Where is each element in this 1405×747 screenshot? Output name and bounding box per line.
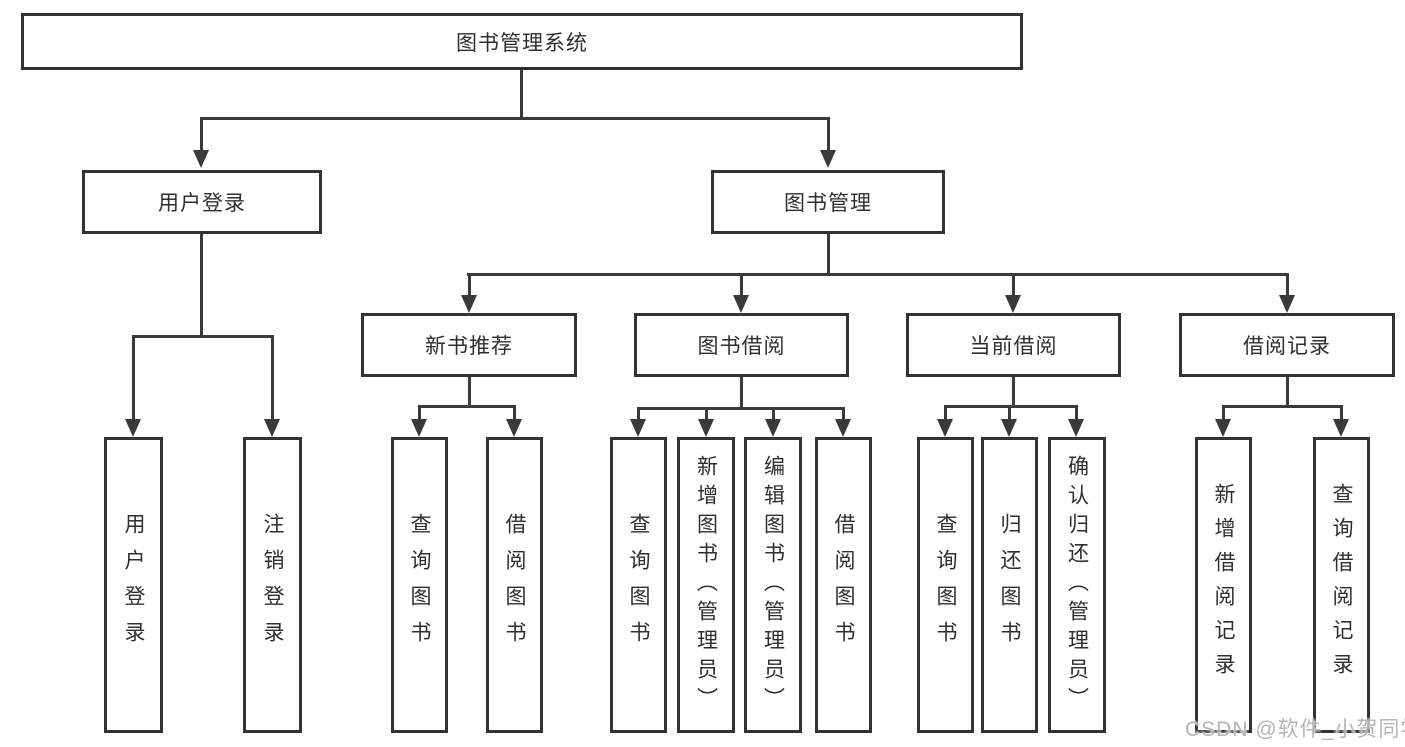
arrow-down-icon (1005, 295, 1021, 313)
connector-to-current-borrow (1012, 273, 1015, 295)
arrow-down-icon (1215, 419, 1231, 437)
leaf-label: 查询图书 (934, 513, 957, 657)
connector-book-mgmt-stem (827, 234, 830, 273)
leaf-confirm-return-admin: 确认归还（管理员） (1048, 437, 1106, 733)
connector-to-leaf-user-login (132, 335, 135, 419)
arrow-down-icon (1001, 419, 1017, 437)
node-label: 新书推荐 (425, 335, 513, 358)
connector-leaf (637, 407, 640, 419)
arrow-down-icon (733, 295, 749, 313)
node-label: 图书管理 (784, 192, 872, 215)
leaf-label: 编辑图书（管理员） (761, 454, 785, 716)
leaf-query-borrow-record: 查询借阅记录 (1313, 437, 1370, 733)
connector-to-leaf-logout (271, 335, 274, 419)
leaf-label: 借阅图书 (832, 513, 855, 657)
arrow-down-icon (411, 419, 427, 437)
connector-new-book-split (418, 405, 515, 408)
connector-leaf (1008, 405, 1011, 419)
arrow-down-icon (820, 150, 836, 168)
node-label: 当前借阅 (969, 335, 1058, 358)
leaf-query-books-2: 查询图书 (610, 437, 667, 733)
arrow-down-icon (193, 150, 209, 168)
connector-book-mgmt-split (467, 273, 1289, 276)
arrow-down-icon (698, 419, 714, 437)
node-label: 用户登录 (158, 192, 246, 215)
node-new-book-recommend: 新书推荐 (361, 313, 577, 377)
connector-leaf (772, 407, 775, 419)
leaf-borrow-books-1: 借阅图书 (486, 437, 543, 733)
arrow-down-icon (125, 419, 141, 437)
connector-new-book-stem (468, 377, 471, 405)
node-library-management-system: 图书管理系统 (21, 13, 1023, 70)
node-borrowing-records: 借阅记录 (1179, 313, 1395, 377)
leaf-label: 归还图书 (998, 513, 1021, 657)
connector-leaf (842, 407, 845, 419)
connector-to-new-book (468, 273, 471, 295)
leaf-query-books-3: 查询图书 (917, 437, 974, 733)
node-label: 图书管理系统 (456, 31, 588, 55)
arrow-down-icon (264, 419, 280, 437)
connector-leaf (418, 405, 421, 419)
arrow-down-icon (1068, 419, 1084, 437)
arrow-down-icon (835, 419, 851, 437)
node-current-borrowing: 当前借阅 (906, 313, 1121, 377)
arrow-down-icon (1333, 419, 1349, 437)
leaf-label: 借阅图书 (503, 513, 526, 657)
connector-root-stem (520, 70, 523, 117)
node-book-management: 图书管理 (711, 170, 945, 234)
connector-book-borrow-stem (740, 377, 743, 407)
connector-leaf (1222, 405, 1225, 419)
connector-leaf (1340, 405, 1343, 419)
connector-leaf (705, 407, 708, 419)
leaf-add-borrow-record: 新增借阅记录 (1195, 437, 1252, 733)
leaf-label: 确认归还（管理员） (1065, 454, 1089, 716)
arrow-down-icon (765, 419, 781, 437)
connector-to-book-borrow (740, 273, 743, 295)
arrow-down-icon (630, 419, 646, 437)
connector-book-borrow-split (637, 407, 845, 410)
csdn-watermark: CSDN @软件_小贺同学 (1185, 718, 1405, 741)
connector-user-login-split (132, 335, 274, 338)
connector-leaf (513, 405, 516, 419)
connector-to-borrow-records (1286, 273, 1289, 295)
node-label: 借阅记录 (1243, 335, 1331, 358)
leaf-label: 查询图书 (627, 513, 650, 657)
connector-user-login-stem (200, 234, 203, 335)
arrow-down-icon (1279, 295, 1295, 313)
connector-borrow-records-split (1222, 405, 1342, 408)
leaf-label: 新增借阅记录 (1212, 483, 1235, 687)
leaf-logout: 注销登录 (243, 437, 302, 733)
connector-borrow-records-stem (1286, 377, 1289, 405)
leaf-label: 用户登录 (122, 513, 145, 657)
arrow-down-icon (506, 419, 522, 437)
connector-current-borrow-stem (1012, 377, 1015, 405)
arrow-down-icon (937, 419, 953, 437)
leaf-user-login: 用户登录 (104, 437, 163, 733)
connector-current-borrow-split (944, 405, 1078, 408)
connector-leaf (1075, 405, 1078, 419)
connector-root-split (200, 117, 830, 120)
connector-to-book-management (827, 117, 830, 150)
leaf-label: 查询图书 (408, 513, 431, 657)
node-label: 图书借阅 (697, 335, 786, 358)
leaf-label: 新增图书（管理员） (694, 454, 718, 716)
leaf-return-books: 归还图书 (981, 437, 1038, 733)
connector-to-user-login (200, 117, 203, 150)
node-book-borrowing: 图书借阅 (634, 313, 849, 377)
connector-leaf (944, 405, 947, 419)
leaf-add-books-admin: 新增图书（管理员） (677, 437, 735, 733)
node-user-login: 用户登录 (82, 170, 322, 234)
leaf-query-books-1: 查询图书 (391, 437, 448, 733)
leaf-borrow-books-2: 借阅图书 (815, 437, 872, 733)
leaf-label: 查询借阅记录 (1330, 483, 1353, 687)
leaf-edit-books-admin: 编辑图书（管理员） (744, 437, 802, 733)
arrow-down-icon (461, 295, 477, 313)
leaf-label: 注销登录 (261, 513, 284, 657)
